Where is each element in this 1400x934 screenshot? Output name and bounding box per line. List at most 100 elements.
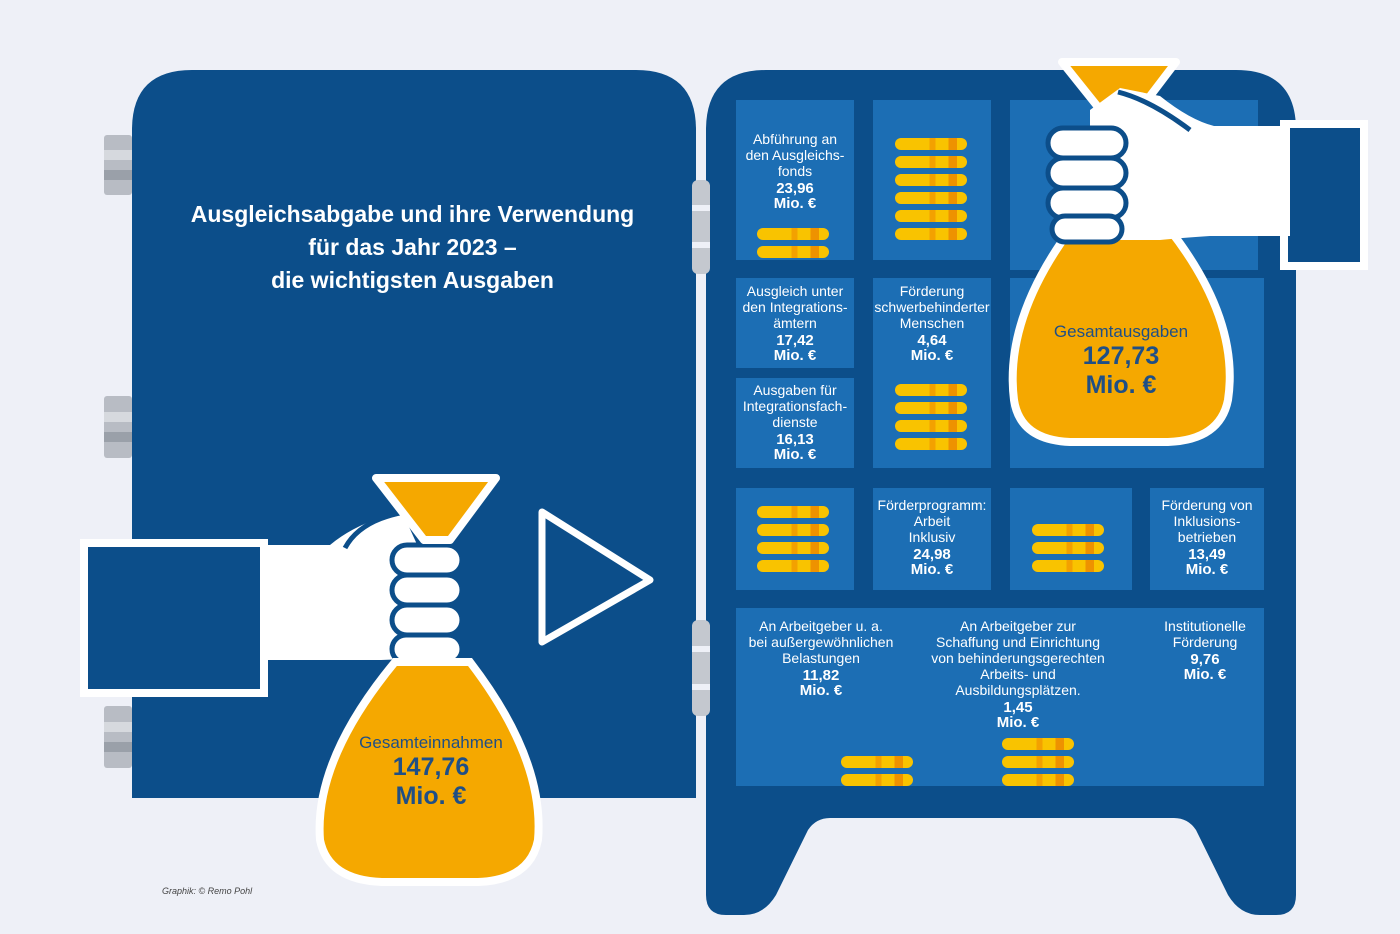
cell-fachdienste (736, 378, 854, 468)
label-ausgleichsfonds: Abführung an den Ausgleichs- fonds 23,96… (736, 131, 854, 211)
unit-text: Mio. € (1183, 666, 1227, 683)
value-text: 16,13 (776, 431, 814, 448)
label-text: betrieben (1177, 529, 1237, 545)
value-text: 4,64 (917, 332, 947, 349)
value-text: 11,82 (802, 667, 840, 684)
cell-bottom (736, 608, 1264, 786)
label-arbeit-inklusiv: Förderprogramm: Arbeit Inklusiv 24,98 Mi… (873, 497, 991, 577)
label-belastungen: An Arbeitgeber u. a. bei außergewöhnlich… (740, 618, 902, 698)
label-text: Integrationsfach- (742, 398, 848, 414)
left-hinges (104, 135, 132, 768)
expense-total: Gesamtausgaben 127,73 Mio. € (1030, 322, 1212, 400)
unit-text: Mio. € (910, 561, 954, 578)
coin (895, 438, 967, 450)
middle-hinges (692, 180, 710, 716)
expense-label: Gesamtausgaben (1053, 322, 1189, 341)
coin (757, 524, 829, 536)
income-label: Gesamteinnahmen (359, 733, 503, 752)
coin (1002, 756, 1074, 768)
label-text: den Ausgleichs- (745, 147, 845, 163)
coin-stack (757, 228, 829, 264)
coin-stack (895, 138, 967, 246)
coin (1032, 560, 1104, 572)
label-text: Inklusiv (908, 529, 956, 545)
label-text: ämtern (773, 315, 817, 331)
cell-arbeit-inklusiv (873, 488, 991, 590)
label-integrationsaemter: Ausgleich unter den Integrations- ämtern… (736, 283, 854, 363)
cell-coins-mid2 (1010, 488, 1132, 590)
coin-stack (757, 506, 829, 578)
label-text: Abführung an (752, 131, 838, 147)
label-text: Schaffung und Einrichtung (936, 634, 1100, 650)
income-total: Gesamteinnahmen 147,76 Mio. € (342, 733, 520, 811)
label-text: An Arbeitgeber zur (960, 618, 1076, 634)
value-text: 9,76 (1190, 651, 1220, 668)
label-text: Belastungen (782, 650, 860, 666)
unit-text: Mio. € (910, 347, 954, 364)
unit-text: Mio. € (799, 682, 843, 699)
label-text: fonds (777, 163, 813, 179)
coin-stack (841, 756, 913, 792)
coin (895, 192, 967, 204)
cell-coins-mid (736, 488, 854, 590)
coin (757, 506, 829, 518)
coin (757, 246, 829, 258)
unit-text: Mio. € (1185, 561, 1229, 578)
label-text: Institutionelle (1164, 618, 1246, 634)
label-inklusionsbetriebe: Förderung von Inklusions- betrieben 13,4… (1150, 497, 1264, 577)
label-text: Ausgleich unter (746, 283, 844, 299)
infographic-title: Ausgleichsabgabe und ihre Verwendung für… (150, 198, 675, 297)
label-text: Ausbildungsplätzen. (955, 682, 1081, 698)
coin (1002, 738, 1074, 750)
expense-value: 127,73 (1082, 342, 1160, 370)
label-text: Förderprogramm: (877, 497, 987, 513)
label-text: von behinderungsgerechten (931, 650, 1105, 666)
value-text: 24,98 (913, 546, 951, 563)
coin (895, 228, 967, 240)
label-text: Inklusions- (1173, 513, 1241, 529)
left-hand (262, 509, 465, 666)
expense-hand-bag (1008, 58, 1290, 446)
cell-foerderung-menschen (873, 278, 991, 468)
coin (757, 542, 829, 554)
coin (1032, 542, 1104, 554)
label-text: den Integrations- (742, 299, 848, 315)
coin (895, 210, 967, 222)
title-line-1: Ausgleichsabgabe und ihre Verwendung (190, 201, 635, 227)
arrow-right-icon (538, 508, 654, 646)
label-text: bei außergewöhnlichen (748, 634, 894, 650)
unit-text: Mio. € (773, 195, 817, 212)
coin (841, 756, 913, 768)
cell-integrationsaemter (736, 278, 854, 368)
label-arbeitsplaetze: An Arbeitgeber zur Schaffung und Einrich… (918, 618, 1118, 730)
value-text: 13,49 (1188, 546, 1226, 563)
label-text: An Arbeitgeber u. a. (759, 618, 883, 634)
label-text: Förderung (1172, 634, 1238, 650)
coin (895, 174, 967, 186)
unit-text: Mio. € (773, 347, 817, 364)
value-text: 23,96 (776, 180, 814, 197)
coin (895, 402, 967, 414)
coin (757, 228, 829, 240)
coin (895, 384, 967, 396)
coin (1032, 524, 1104, 536)
label-foerderung-menschen: Förderung schwerbehinderter Menschen 4,6… (873, 283, 991, 363)
label-text: schwerbehinderter (874, 299, 990, 315)
title-line-3: die wichtigsten Ausgaben (271, 267, 554, 293)
value-text: 1,45 (1003, 699, 1033, 716)
income-unit: Mio. € (395, 782, 467, 810)
income-value: 147,76 (392, 753, 470, 781)
unit-text: Mio. € (996, 714, 1040, 731)
value-text: 17,42 (776, 332, 814, 349)
credit-text: Graphik: © Remo Pohl (162, 886, 253, 896)
coin-stack (1002, 738, 1074, 792)
coin (1002, 774, 1074, 786)
label-institutionelle: Institutionelle Förderung 9,76 Mio. € (1145, 618, 1265, 682)
unit-text: Mio. € (773, 446, 817, 463)
label-text: Förderung (899, 283, 965, 299)
label-fachdienste: Ausgaben für Integrationsfach- dienste 1… (736, 382, 854, 462)
coin (757, 560, 829, 572)
coin-stack (895, 384, 967, 456)
label-text: Förderung von (1161, 497, 1253, 513)
